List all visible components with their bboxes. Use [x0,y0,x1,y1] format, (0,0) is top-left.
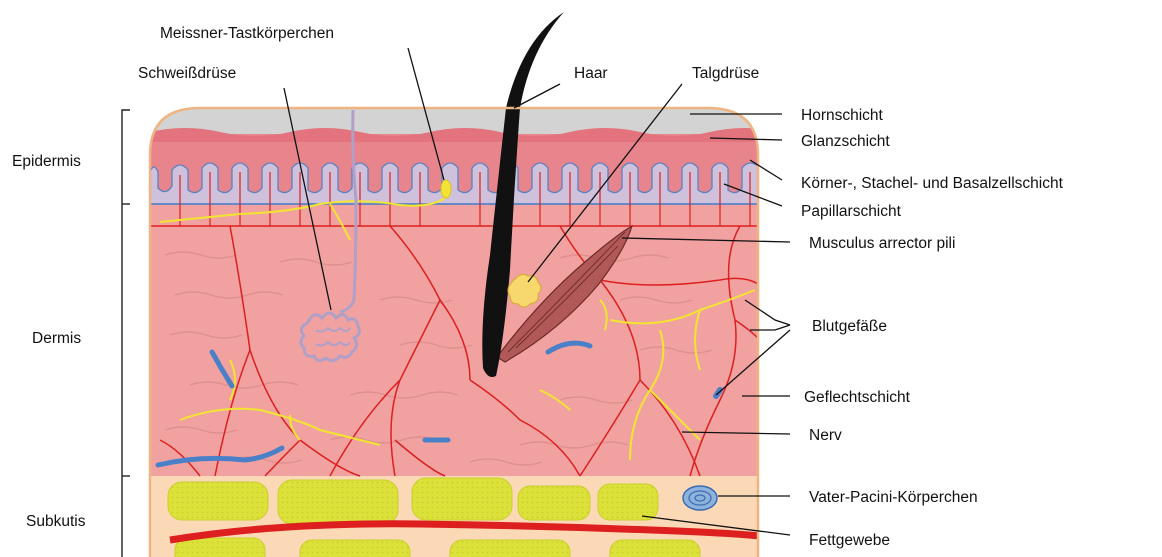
label-epidermis: Epidermis [12,153,81,170]
dermis-layer [150,200,760,476]
label-subcutis: Subkutis [26,513,86,530]
label-sebaceous-gland: Talgdrüse [692,65,759,82]
layer-brackets [122,110,130,557]
pacini-corpuscle [683,486,717,510]
label-reticular-layer: Geflechtschicht [804,389,911,406]
label-fat-tissue: Fettgewebe [809,532,890,549]
label-pacini: Vater-Pacini-Körperchen [809,489,978,506]
label-meissner: Meissner-Tastkörperchen [160,25,334,42]
label-dermis: Dermis [32,330,81,347]
label-hair: Haar [574,65,608,82]
label-nerve: Nerv [809,427,842,444]
label-stratum-lucidum: Glanzschicht [801,133,890,150]
label-basal-layers: Körner-, Stachel- und Basalzellschicht [801,175,1064,192]
label-arrector-pili: Musculus arrector pili [809,235,955,252]
hair-shaft [506,12,564,108]
label-papillary-layer: Papillarschicht [801,203,902,220]
skin-block [150,108,780,557]
label-blood-vessels: Blutgefäße [812,318,887,335]
label-stratum-corneum: Hornschicht [801,107,884,124]
label-sweat-gland: Schweißdrüse [138,65,236,82]
meissner-corpuscle [441,180,451,198]
dermal-papillae [150,163,760,204]
